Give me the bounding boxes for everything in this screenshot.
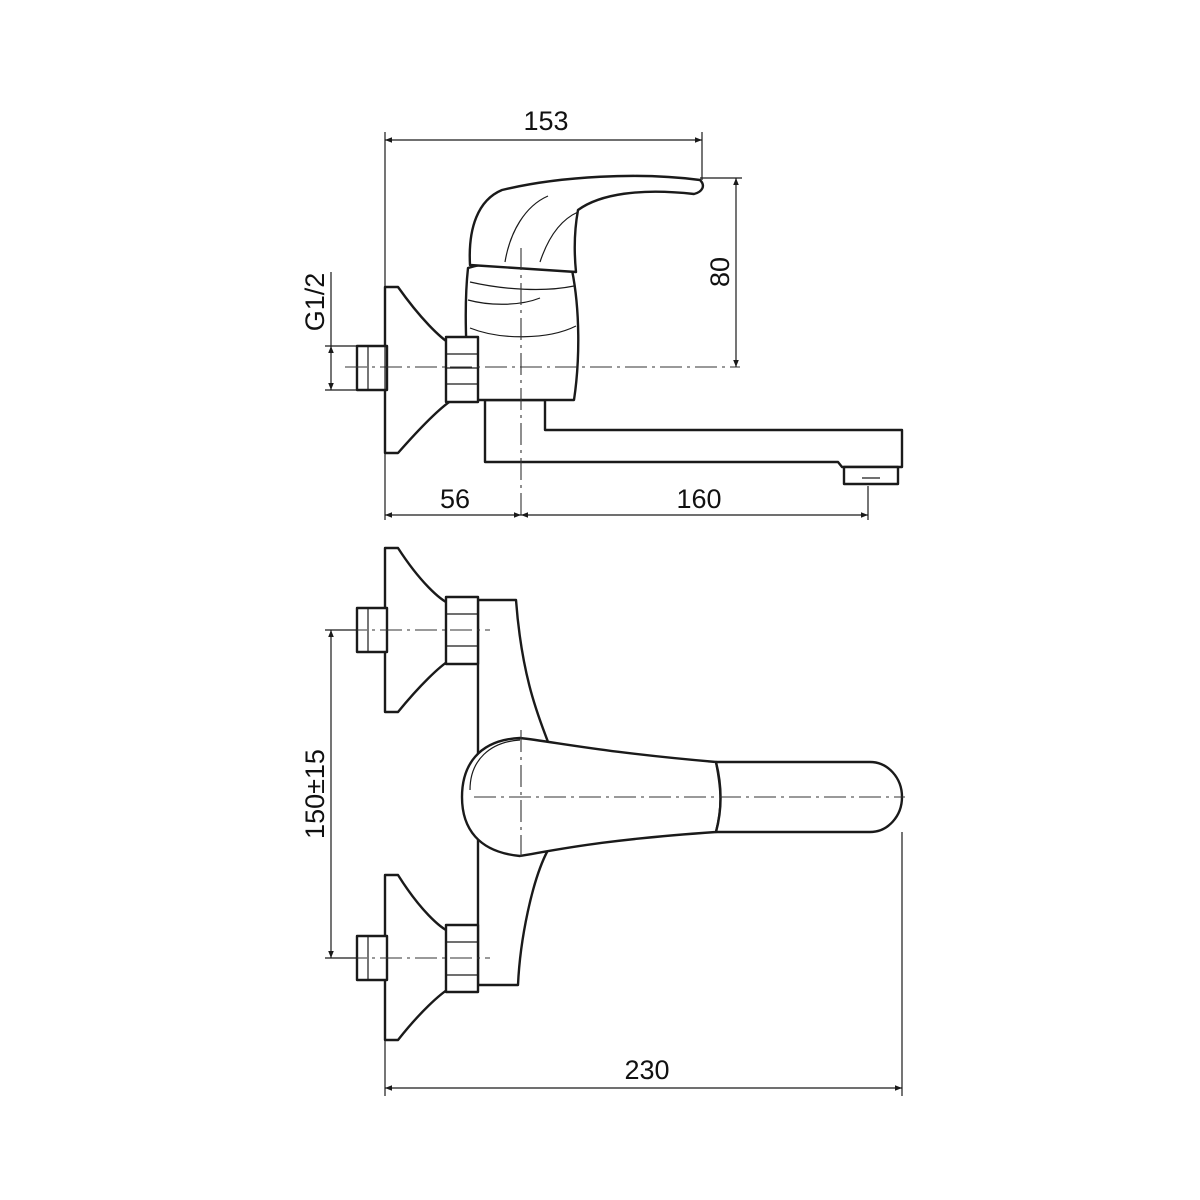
- dim-width-153: 153: [523, 106, 568, 136]
- wall-flange: [383, 285, 454, 455]
- top-view: 150±15 230: [300, 546, 905, 1096]
- dim-overall-230: 230: [624, 1055, 669, 1085]
- dim-spout-160: 160: [676, 484, 721, 514]
- lever-handle: [468, 174, 705, 274]
- side-view: 153 80 G1/2 56 160: [300, 106, 904, 520]
- aerator: [842, 465, 900, 486]
- union-nut: [444, 335, 480, 404]
- inlet-pipe: [355, 344, 389, 392]
- valve-body: [464, 259, 580, 402]
- dim-thread-g12: G1/2: [300, 273, 330, 332]
- dim-spacing-150: 150±15: [300, 749, 330, 839]
- dim-height-80: 80: [705, 257, 735, 287]
- dim-offset-56: 56: [440, 484, 470, 514]
- spout: [483, 398, 904, 469]
